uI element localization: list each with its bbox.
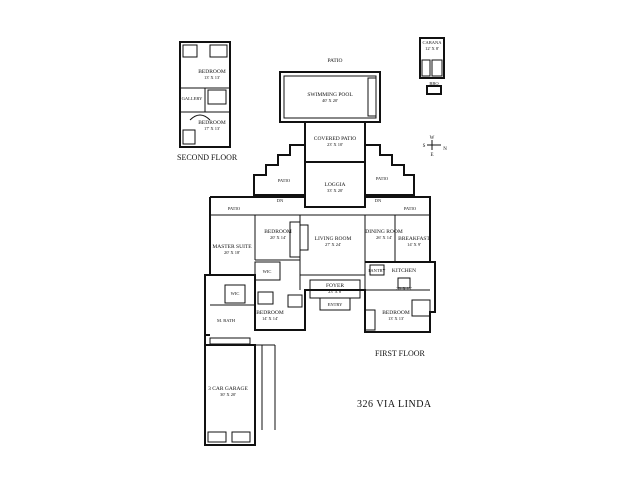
- gallery-label: GALLERY: [182, 96, 203, 101]
- living-room-dim: 27' X 24': [325, 242, 341, 247]
- garage-label: 3 CAR GARAGE: [208, 386, 248, 392]
- bedroom-center-label: BEDROOM: [264, 229, 292, 235]
- dn-label-a: DN: [277, 198, 284, 203]
- compass-rose: W S N E: [423, 136, 448, 158]
- dining-room-label: DINING ROOM: [365, 229, 403, 235]
- west-wall: [204, 197, 211, 336]
- cabana-dim: 12' X 8': [425, 46, 439, 51]
- patio-wing-right-label: PATIO: [404, 206, 417, 211]
- compass-e: N: [443, 147, 447, 152]
- cabana-outline: [419, 37, 445, 79]
- first-floor-title: FIRST FLOOR: [375, 349, 426, 358]
- pool-dim: 40' X 20': [322, 98, 338, 103]
- dining-room-dim: 26' X 14': [376, 235, 392, 240]
- wic-b-label: WIC: [231, 291, 240, 296]
- second-floor-outline: [179, 41, 231, 148]
- covered-patio-dim: 23' X 10': [327, 142, 343, 147]
- garage-dim: 30' X 20': [220, 392, 236, 397]
- m-bath-label: M. BATH: [217, 318, 236, 323]
- compass-n: W: [430, 136, 435, 141]
- bedroom-lower-label: BEDROOM: [256, 310, 284, 316]
- second-floor-plan: BEDROOM 13' X 13' GALLERY BEDROOM 17' X …: [177, 41, 238, 162]
- master-suite-label: MASTER SUITE: [212, 244, 252, 250]
- right-stepped-patio: [364, 144, 415, 196]
- left-stepped-patio: [253, 144, 305, 196]
- foyer-label: FOYER: [326, 283, 344, 289]
- patio-left-label: PATIO: [278, 178, 291, 183]
- second-floor-title: SECOND FLOOR: [177, 153, 238, 162]
- bedroom-lower-dim: 14' X 14': [262, 316, 278, 321]
- covered-patio-label: COVERED PATIO: [314, 136, 356, 142]
- living-room-label: LIVING ROOM: [315, 236, 352, 242]
- bbq-outline: [426, 85, 442, 95]
- second-bedroom-b-dim: 17' X 13': [204, 126, 220, 131]
- bbq-label: BBQ: [429, 81, 439, 86]
- dn-label-b: DN: [375, 198, 382, 203]
- garage-outline: [204, 335, 256, 446]
- kitchen-label: KITCHEN: [392, 268, 416, 274]
- kitchen-dim: 20' X 15': [396, 286, 412, 291]
- master-suite-dim: 20' X 18': [224, 250, 240, 255]
- foyer-dim: 23' X 8': [328, 289, 342, 294]
- breakfast-dim: 14' X 9': [407, 242, 421, 247]
- main-body-top: [210, 196, 431, 263]
- first-floor-plan: COVERED PATIO 23' X 10' PATIO PATIO LOGG…: [204, 121, 436, 446]
- pool-area: PATIO SWIMMING POOL 40' X 20': [279, 58, 381, 123]
- patio-right-label: PATIO: [376, 176, 389, 181]
- second-bedroom-a-label: BEDROOM: [198, 69, 226, 75]
- bedroom-right-label: BEDROOM: [382, 310, 410, 316]
- address-title: 326 VIA LINDA: [357, 399, 432, 410]
- cabana-label: CABANA: [422, 40, 442, 45]
- second-bedroom-a-dim: 13' X 13': [204, 75, 220, 80]
- pantry-label: PANTRY: [368, 268, 386, 273]
- loggia-dim: 33' X 20': [327, 188, 343, 193]
- patio-top-label: PATIO: [327, 58, 342, 64]
- second-bedroom-b-label: BEDROOM: [198, 120, 226, 126]
- compass-w: S: [423, 144, 426, 149]
- bedroom-center-dim: 20' X 14': [270, 235, 286, 240]
- entry-label: ENTRY: [328, 302, 344, 307]
- bedroom-right-dim: 13' X 13': [388, 316, 404, 321]
- wic-a-label: WIC: [263, 269, 272, 274]
- pool-label: SWIMMING POOL: [307, 92, 353, 98]
- patio-wing-left-label: PATIO: [228, 206, 241, 211]
- compass-s: E: [430, 153, 433, 158]
- cabana-group: CABANA 12' X 8' BBQ: [419, 37, 445, 95]
- breakfast-label: BREAKFAST: [398, 236, 430, 242]
- loggia-label: LOGGIA: [324, 182, 345, 188]
- entry-outline: [319, 297, 351, 311]
